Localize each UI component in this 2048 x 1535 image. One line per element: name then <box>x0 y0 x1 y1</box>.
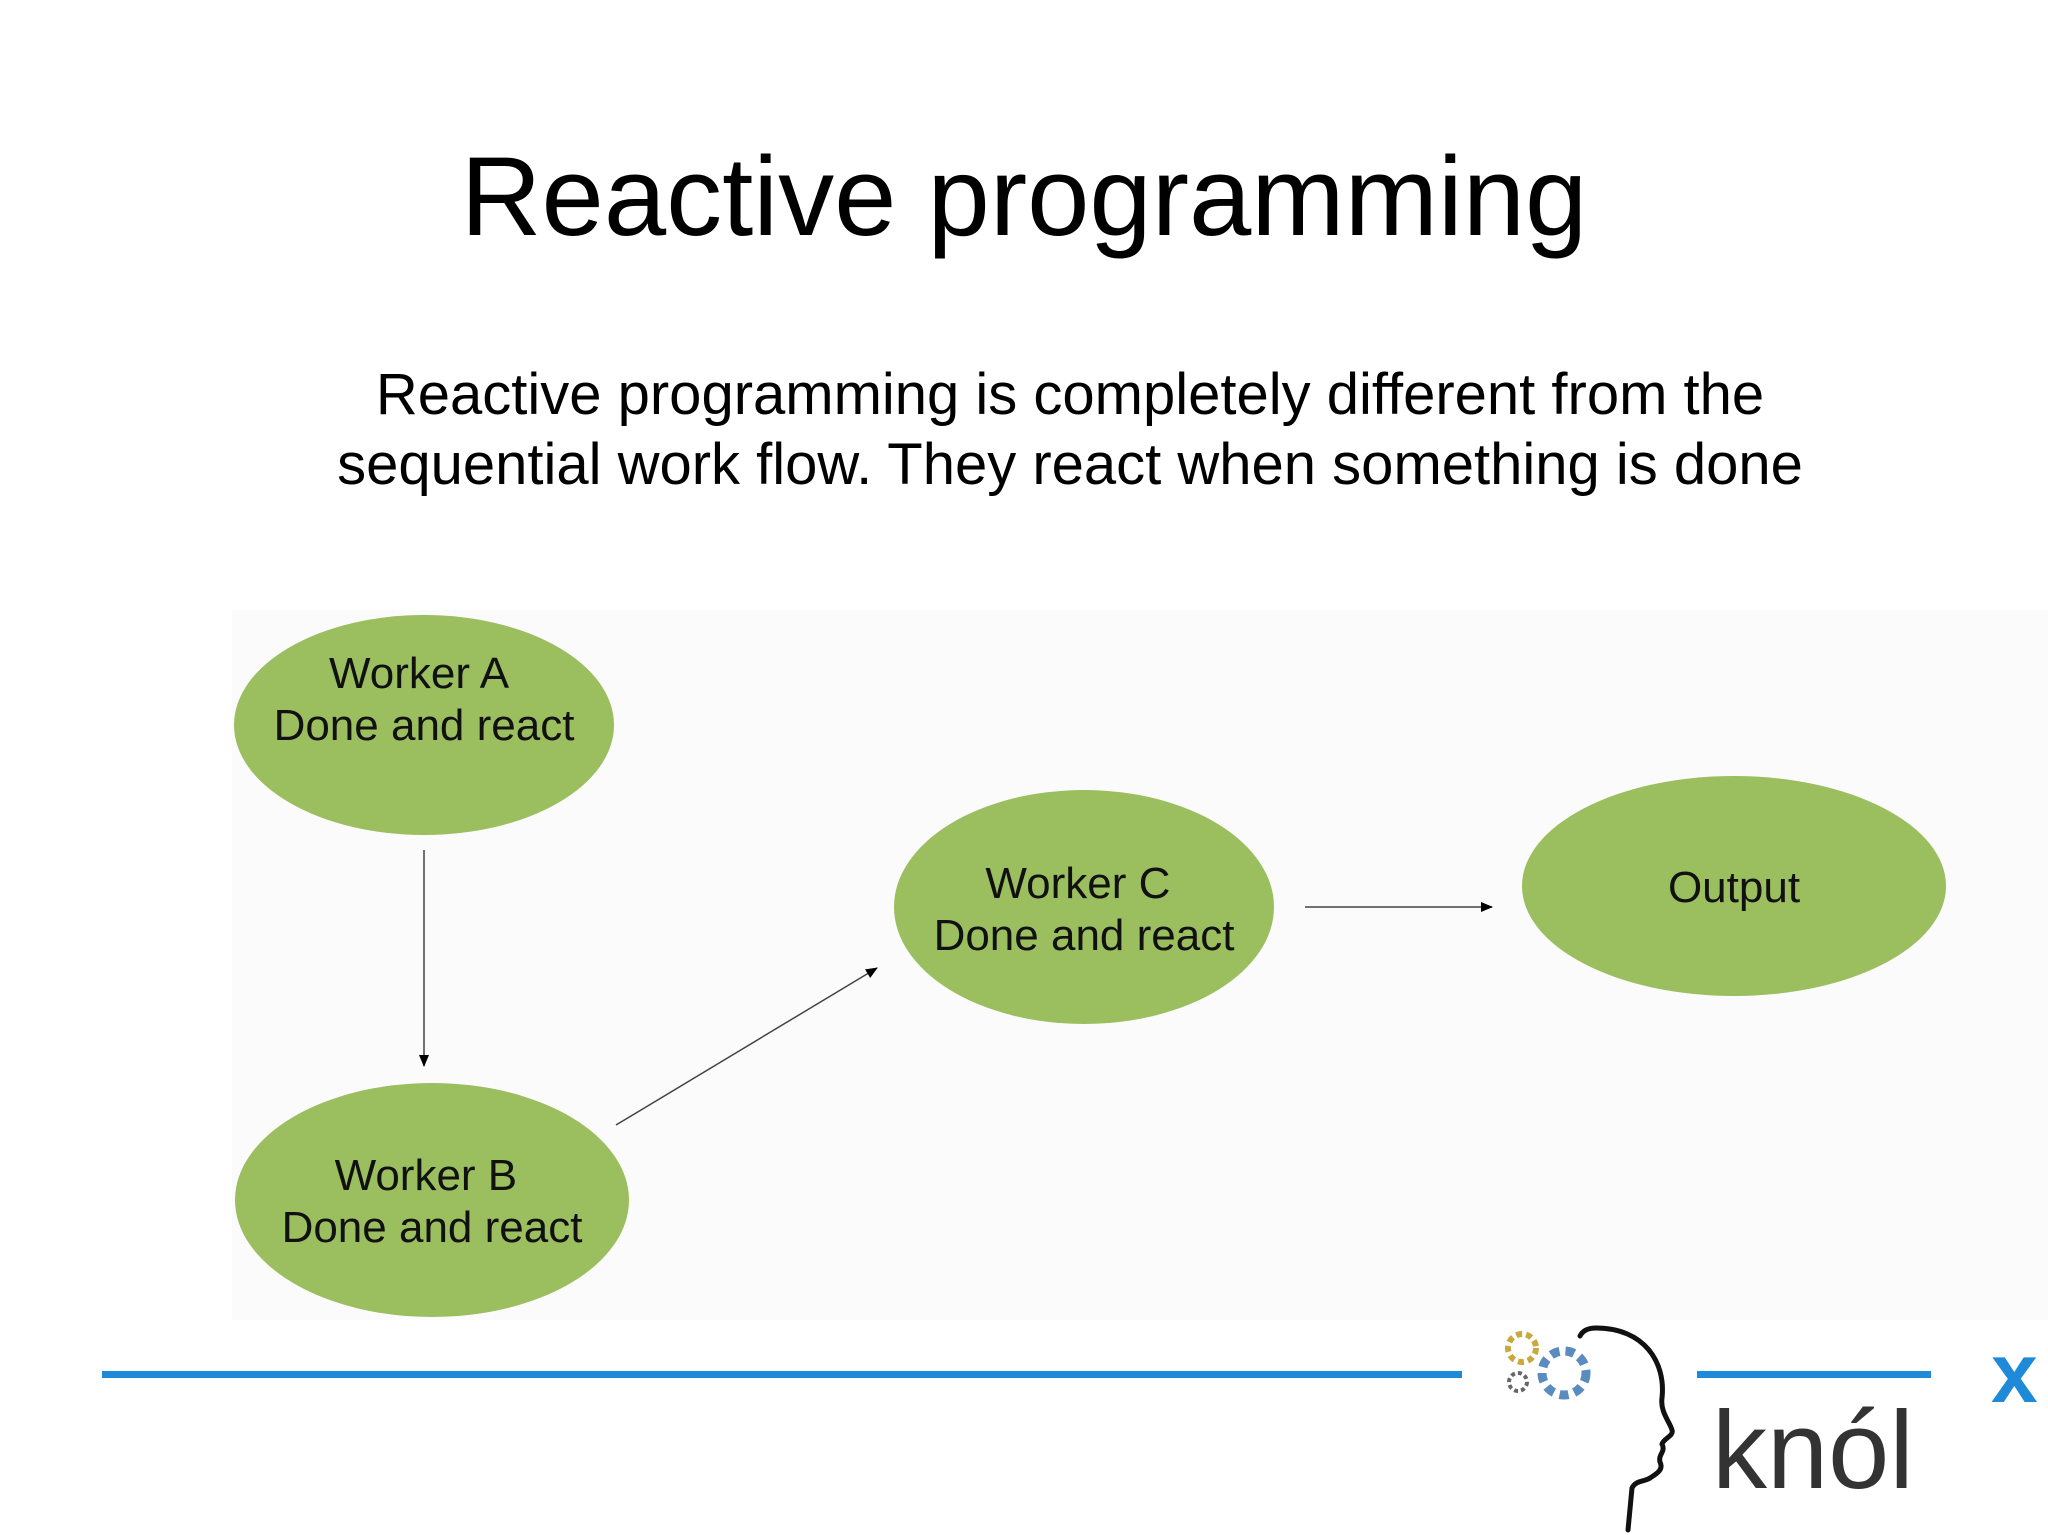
footer-rule-left <box>102 1371 1462 1378</box>
worker-b-title: Worker B <box>335 1151 518 1200</box>
worker-a-status: Done and react <box>274 701 575 750</box>
node-worker-c: Worker C Done and react <box>894 790 1274 1024</box>
svg-text:Output: Output <box>1668 863 1800 912</box>
svg-text:Worker C Done and react: Worker C Done and react <box>934 859 1235 960</box>
subtitle-line-1: Reactive programming is completely diffe… <box>375 362 1765 427</box>
slide-subtitle: Reactive programming is completely diffe… <box>200 360 1940 500</box>
subtitle-line-2: sequential work flow. They react when so… <box>337 432 1803 497</box>
svg-text:Worker A Done and react: Worker A Done and react <box>274 649 575 750</box>
slide-title: Reactive programming <box>460 134 1588 259</box>
logo-superscript: x <box>1991 1326 2038 1420</box>
node-worker-a: Worker A Done and react <box>234 615 614 835</box>
edge-b-to-c <box>615 967 878 1126</box>
svg-text:Worker B Done and react: Worker B Done and react <box>282 1151 583 1252</box>
node-output: Output <box>1522 776 1946 996</box>
logo-wordmark: knól <box>1712 1389 1914 1512</box>
gear-icon <box>1505 1331 1591 1400</box>
node-worker-b: Worker B Done and react <box>235 1083 629 1317</box>
worker-a-title: Worker A <box>329 649 510 698</box>
worker-c-status: Done and react <box>934 911 1235 960</box>
knolx-logo: knól x <box>1505 1325 2038 1533</box>
head-profile-icon <box>1593 1325 1675 1533</box>
footer-rule-right <box>1697 1371 1931 1378</box>
output-title: Output <box>1668 863 1800 912</box>
worker-c-title: Worker C <box>985 859 1170 908</box>
worker-b-status: Done and react <box>282 1203 583 1252</box>
head-profile-icon-back <box>1577 1325 1599 1339</box>
